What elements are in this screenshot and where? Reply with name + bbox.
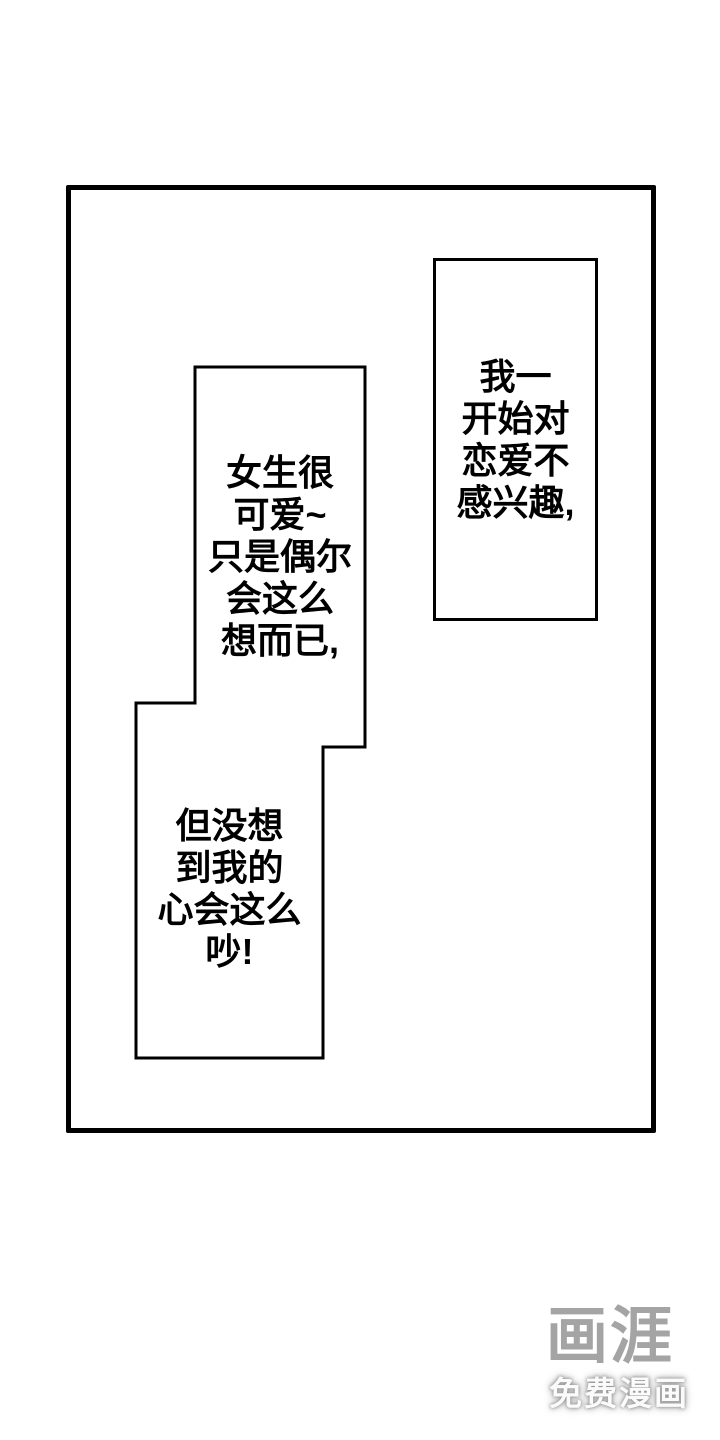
caption-line: 想而已, xyxy=(220,620,339,661)
watermark: 画涯 免费漫画 xyxy=(546,1302,706,1412)
caption-line: 但没想 xyxy=(175,804,284,846)
narration-box-1 xyxy=(433,258,598,621)
caption-line: 到我的 xyxy=(175,846,284,888)
caption-line: 感兴趣, xyxy=(456,481,575,523)
caption-line: 心会这么 xyxy=(157,888,302,930)
caption-line: 可爱~ xyxy=(233,494,327,535)
caption-line: 开始对 xyxy=(461,397,570,439)
caption-line: 只是偶尔 xyxy=(207,536,352,577)
watermark-tagline: 免费漫画 xyxy=(549,1375,689,1412)
narration-text-2: 女生很 可爱~ 只是偶尔 会这么 想而已, xyxy=(195,367,365,747)
narration-text-1: 我一 开始对 恋爱不 感兴趣, xyxy=(433,258,598,621)
caption-line: 吵! xyxy=(205,930,254,972)
caption-line: 恋爱不 xyxy=(461,439,570,481)
narration-text-3: 但没想 到我的 心会这么 吵! xyxy=(136,703,323,1058)
caption-line: 我一 xyxy=(479,355,552,397)
caption-line: 女生很 xyxy=(225,452,334,493)
watermark-logo: 画涯 xyxy=(546,1302,675,1371)
caption-line: 会这么 xyxy=(225,578,334,619)
